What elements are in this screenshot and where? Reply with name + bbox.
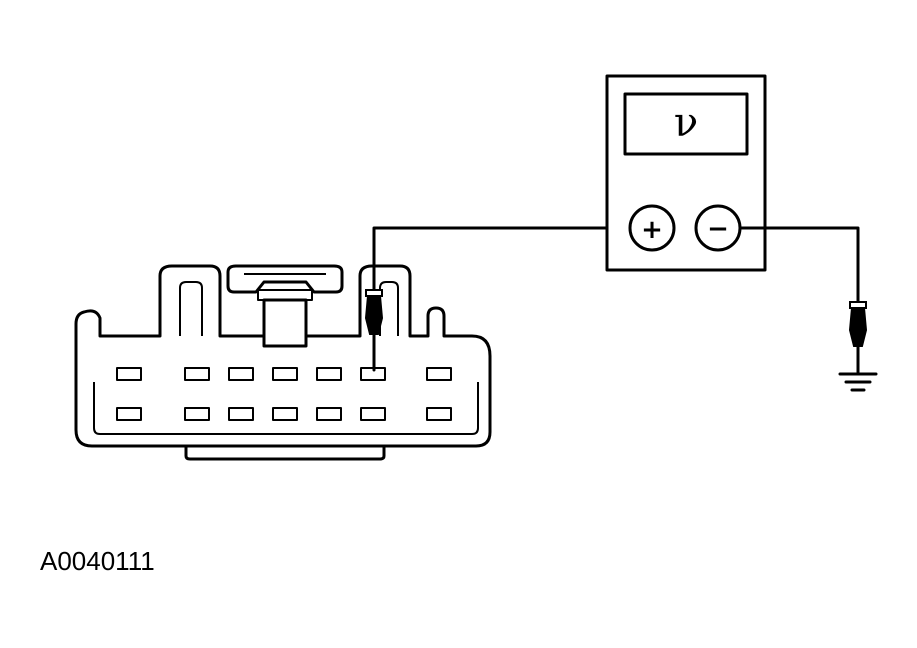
pin-cavity [228, 407, 254, 421]
connector-latch-stem-cap [257, 289, 313, 301]
negative-probe-tip [848, 307, 868, 347]
pin-cavity [116, 367, 142, 381]
positive-probe-collar [365, 289, 383, 297]
negative-probe-collar [849, 301, 867, 309]
connector-left-post-inner [179, 281, 203, 336]
pin-cavity [272, 407, 298, 421]
positive-test-lead [364, 226, 632, 372]
pin-cavity [426, 367, 452, 381]
negative-terminal-symbol: − [707, 214, 729, 244]
positive-terminal [628, 204, 676, 252]
pin-cavity [316, 367, 342, 381]
electrical-connector [74, 264, 492, 461]
figure-id-label: A0040111 [40, 546, 155, 576]
positive-probe-tip [364, 295, 384, 335]
pin-cavity [116, 407, 142, 421]
connector-latch-stem [262, 298, 308, 348]
voltmeter-display-symbol: ν [674, 100, 698, 146]
positive-terminal-symbol: + [641, 215, 663, 245]
voltmeter-display [623, 92, 749, 156]
pin-cavity [184, 407, 210, 421]
pin-cavity [316, 407, 342, 421]
pin-cavity [228, 367, 254, 381]
connector-pin-row-bottom [116, 407, 452, 421]
voltmeter: ν + − [605, 74, 767, 272]
pin-cavity [426, 407, 452, 421]
connector-locking-latch [226, 264, 344, 294]
connector-inner-outline [93, 382, 479, 435]
connector-pin-row-top [116, 367, 452, 381]
negative-test-lead [738, 226, 868, 374]
pin-cavity [272, 367, 298, 381]
pin-cavity [184, 367, 210, 381]
pin-cavity [360, 407, 386, 421]
connector-right-post-inner [379, 281, 399, 336]
ground-symbol-icon [838, 372, 878, 392]
